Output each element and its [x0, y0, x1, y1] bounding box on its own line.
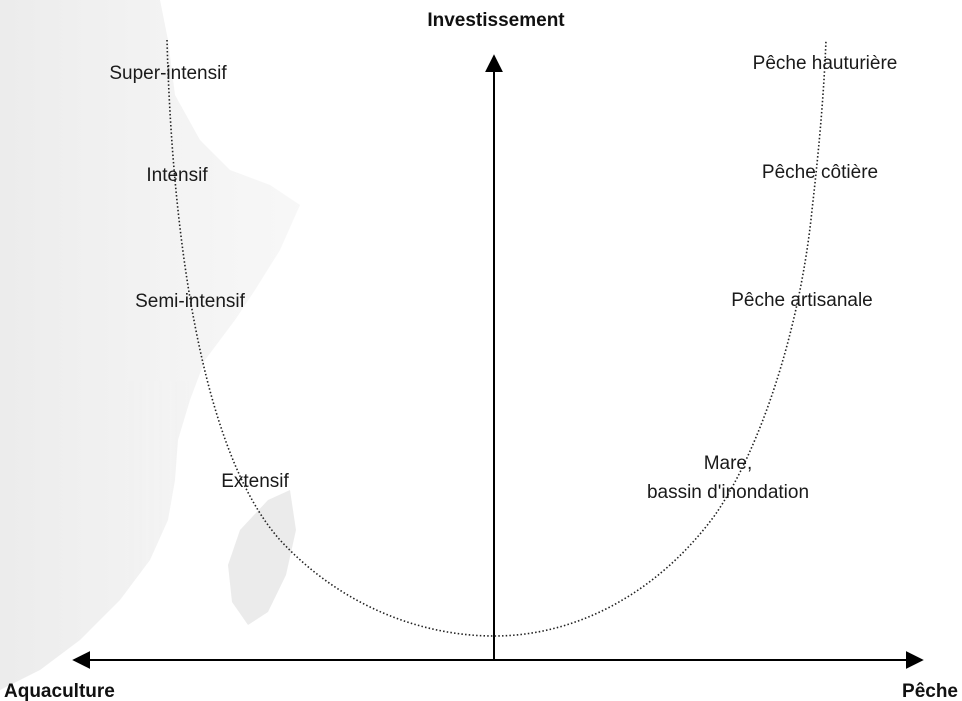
right-axis-title: Pêche: [902, 681, 958, 701]
label-mare-line1: Mare,: [704, 453, 753, 474]
left-axis-title: Aquaculture: [4, 681, 115, 701]
label-intensif: Intensif: [146, 165, 208, 186]
label-peche-artisanale: Pêche artisanale: [731, 290, 873, 311]
label-super-intensif: Super-intensif: [109, 63, 227, 84]
label-semi-intensif: Semi-intensif: [135, 291, 246, 312]
background-map: [0, 0, 300, 690]
label-peche-cotiere: Pêche côtière: [762, 162, 878, 183]
label-peche-hauturiere: Pêche hauturière: [753, 53, 898, 74]
label-mare-line2: bassin d'inondation: [647, 482, 809, 503]
madagascar-shape: [228, 490, 296, 625]
label-extensif: Extensif: [221, 471, 289, 492]
mainland-coast-shape: [0, 0, 300, 690]
vertical-axis-title: Investissement: [427, 10, 565, 31]
u-curve: [166, 39, 827, 637]
